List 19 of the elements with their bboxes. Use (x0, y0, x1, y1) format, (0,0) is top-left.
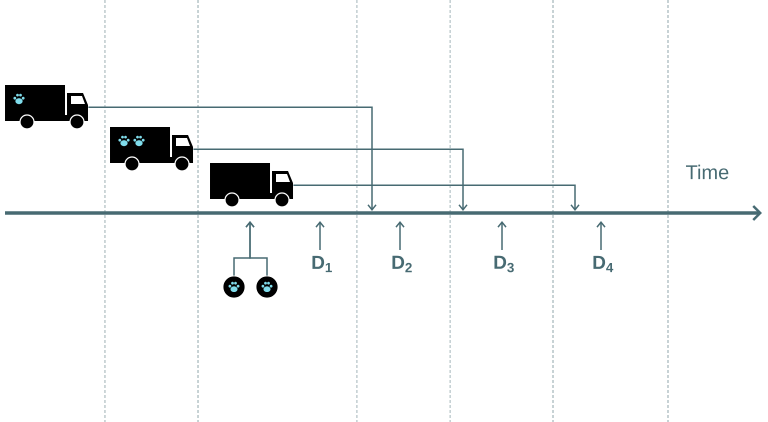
time-axis (5, 205, 762, 221)
arrow (88, 106, 377, 212)
arrow (315, 220, 325, 250)
milestone-label: D$_{2}$ (392, 256, 412, 272)
milestone-label: D$_{4}$ (593, 256, 614, 272)
bracket-arrow (245, 220, 268, 276)
arrow (497, 220, 507, 250)
truck-drawing (110, 127, 193, 172)
arrow (596, 220, 606, 250)
paw-icon (256, 276, 278, 298)
milestone-label: D$_{1}$ (312, 256, 332, 272)
paw-icon (222, 276, 246, 298)
milestone-label: D$_{3}$ (494, 256, 514, 272)
arrow (193, 148, 468, 212)
axis-label: Time (686, 164, 728, 180)
arrow (395, 220, 405, 250)
arrow (293, 184, 580, 212)
truck-drawing (5, 85, 88, 130)
truck-drawing (210, 163, 293, 208)
